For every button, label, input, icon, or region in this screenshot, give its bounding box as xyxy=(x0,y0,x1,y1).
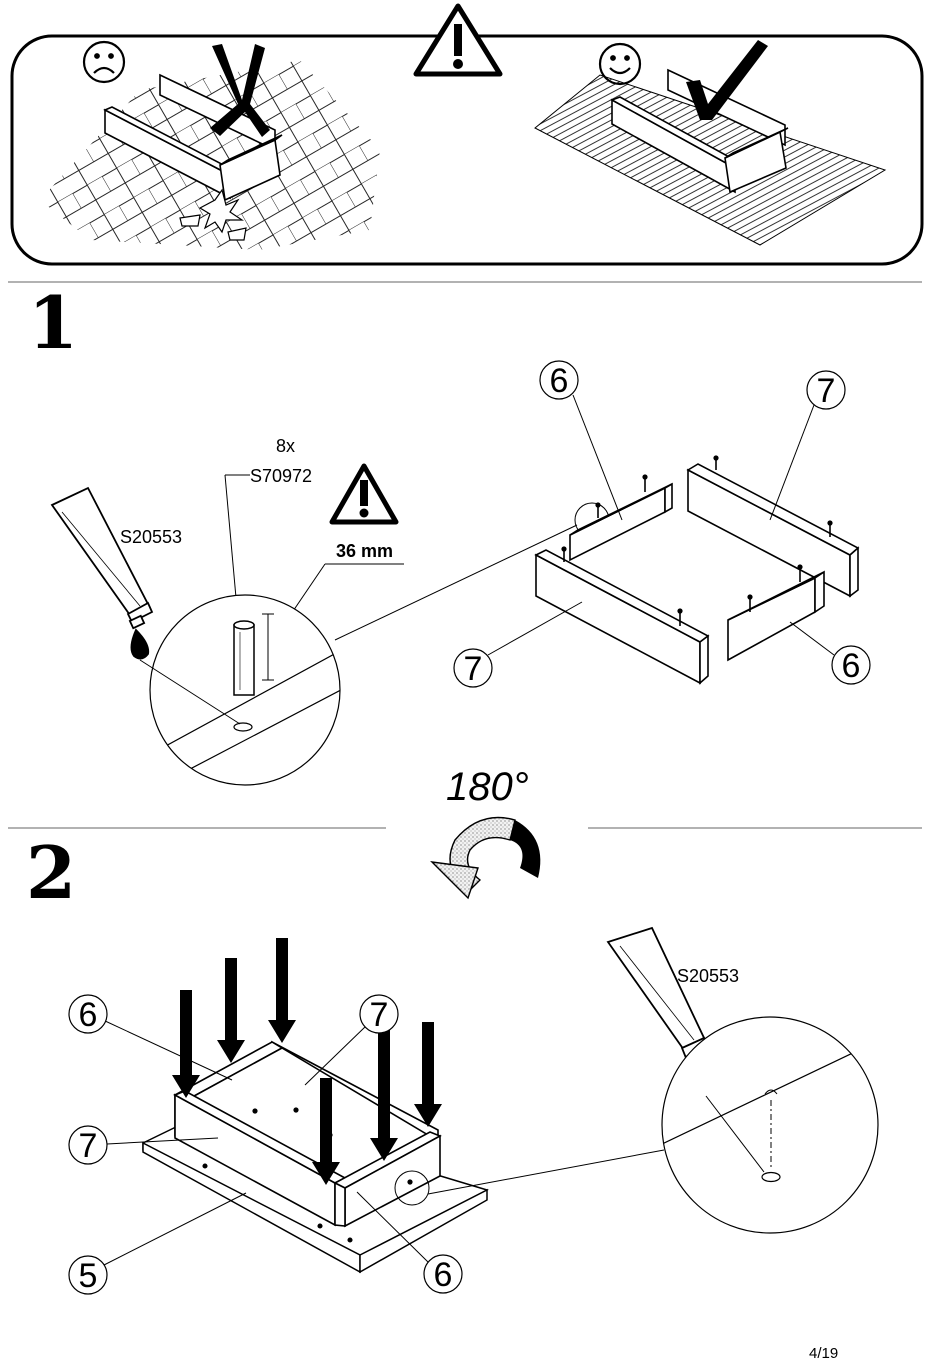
rotate-arrow-icon xyxy=(430,816,541,900)
sad-face-icon xyxy=(82,40,126,84)
x-mark-icon xyxy=(210,44,270,137)
svg-text:6: 6 xyxy=(434,1256,453,1294)
panel-7-back xyxy=(686,455,860,598)
part-callout-6-left: 6 xyxy=(68,994,233,1081)
detail-circle-dowel xyxy=(139,594,341,786)
part-callout-6-bottom: 6 xyxy=(789,621,871,685)
svg-text:7: 7 xyxy=(464,650,483,688)
glue-tube-icon xyxy=(50,486,154,660)
detail-callout xyxy=(394,1170,430,1206)
detail-leader xyxy=(427,1149,665,1195)
panel-6-front xyxy=(727,564,825,662)
rotation-angle: 180° xyxy=(446,765,529,809)
svg-text:7: 7 xyxy=(817,372,836,410)
warning-panel xyxy=(10,3,924,266)
dowel-length: 36 mm xyxy=(336,541,393,561)
part-callout-6-right: 6 xyxy=(356,1191,463,1294)
panel-6-back xyxy=(569,474,673,562)
check-mark-icon xyxy=(686,40,768,120)
glue-code-step2: S20553 xyxy=(677,966,739,986)
panel-7-front xyxy=(534,546,710,685)
hard-floor-scene xyxy=(40,60,380,250)
part-callout-7-bottom: 7 xyxy=(453,601,583,688)
smiley-face-icon xyxy=(598,42,642,86)
box-frame xyxy=(173,1040,442,1228)
warning-triangle-icon xyxy=(413,3,503,77)
detail-circle-hole xyxy=(661,1016,879,1234)
part-callout-7-front: 7 xyxy=(68,1125,219,1165)
part-callout-5: 5 xyxy=(68,1192,247,1295)
detail-leader xyxy=(334,524,578,641)
svg-text:5: 5 xyxy=(79,1257,98,1295)
part-callout-7-back: 7 xyxy=(304,994,399,1086)
step-2-number: 2 xyxy=(26,830,76,915)
svg-text:7: 7 xyxy=(370,996,389,1034)
page-number: 4/19 xyxy=(809,1345,838,1360)
svg-text:6: 6 xyxy=(550,362,569,400)
svg-text:6: 6 xyxy=(842,647,861,685)
dowel-code: S70972 xyxy=(250,466,312,486)
svg-text:7: 7 xyxy=(79,1127,98,1165)
warning-triangle-icon xyxy=(329,463,399,525)
dowel-quantity: 8x xyxy=(276,436,295,456)
rug-scene xyxy=(534,68,887,246)
part-callout-6-top: 6 xyxy=(539,360,623,521)
press-arrows xyxy=(172,938,442,1185)
part-callout-7-top: 7 xyxy=(769,370,846,521)
damage-splash xyxy=(179,188,247,241)
glue-code-step1: S20553 xyxy=(120,527,182,547)
svg-text:6: 6 xyxy=(79,996,98,1034)
board-frame-bad xyxy=(103,73,283,202)
step-1-number: 1 xyxy=(28,280,78,365)
